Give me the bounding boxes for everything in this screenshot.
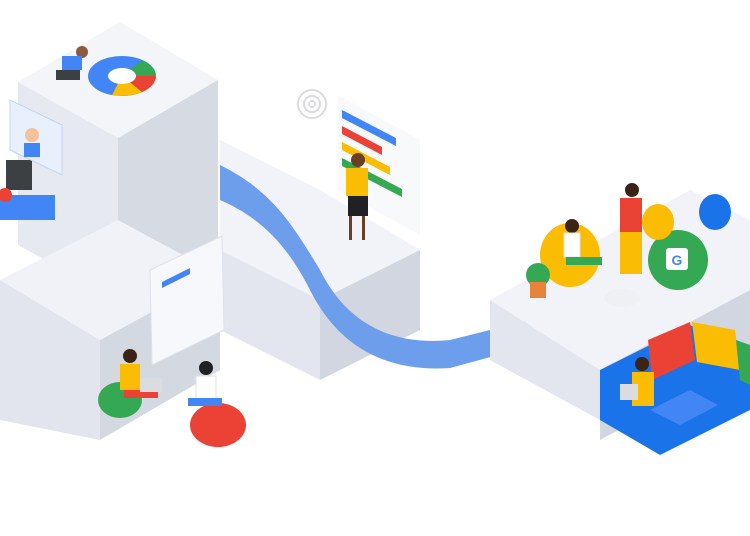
person-on-red-pouf bbox=[188, 361, 222, 406]
person-on-tower bbox=[56, 46, 88, 80]
fingerprint-icon bbox=[297, 89, 327, 119]
person-at-bar-chart bbox=[346, 153, 368, 240]
donut-chart bbox=[88, 56, 156, 96]
side-table bbox=[604, 289, 640, 307]
person-on-sofa bbox=[620, 357, 654, 406]
pillow-logo bbox=[666, 248, 688, 270]
person-in-yellow-chair bbox=[563, 219, 602, 265]
person-on-green-pouf bbox=[120, 349, 162, 398]
stool-blue bbox=[699, 194, 731, 230]
middle-block bbox=[220, 140, 420, 380]
list-panel bbox=[149, 235, 225, 366]
stool-yellow bbox=[642, 204, 674, 240]
pouf-red bbox=[190, 403, 246, 447]
plant-pot bbox=[526, 263, 550, 298]
person-standing-red bbox=[620, 183, 642, 274]
svg-text:G: G bbox=[672, 252, 683, 268]
person-at-desk bbox=[0, 160, 55, 220]
coffee-table bbox=[650, 390, 718, 425]
sofa bbox=[600, 322, 750, 455]
left-tower bbox=[0, 22, 220, 440]
video-call-screen bbox=[9, 99, 63, 176]
